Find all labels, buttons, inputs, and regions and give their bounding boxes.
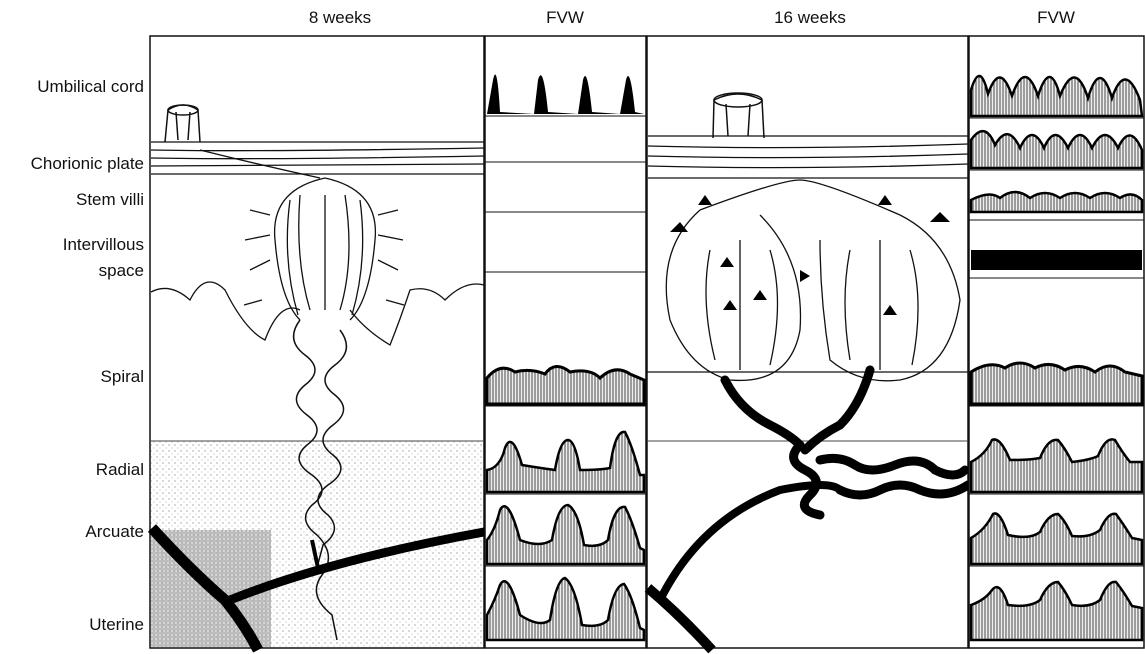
- fvw-intervillous-16wk: [971, 250, 1142, 270]
- fvw-radial-16wk: [971, 439, 1142, 492]
- fvw-arcuate-16wk: [971, 513, 1142, 564]
- fvw-arcuate-8wk: [487, 505, 644, 564]
- fvw-spiral-8wk: [487, 366, 644, 404]
- fvw-column-8-weeks: [485, 36, 646, 648]
- panel-16-weeks: [647, 36, 968, 650]
- fvw-uterine-16wk: [971, 582, 1142, 640]
- fvw-radial-8wk: [487, 432, 644, 492]
- fvw-stem-villi-16wk: [971, 192, 1142, 212]
- panel-8-weeks: [150, 36, 484, 650]
- fvw-spiral-16wk: [971, 363, 1142, 404]
- fvw-uterine-8wk: [487, 578, 644, 640]
- fvw-column-16-weeks: [969, 36, 1144, 648]
